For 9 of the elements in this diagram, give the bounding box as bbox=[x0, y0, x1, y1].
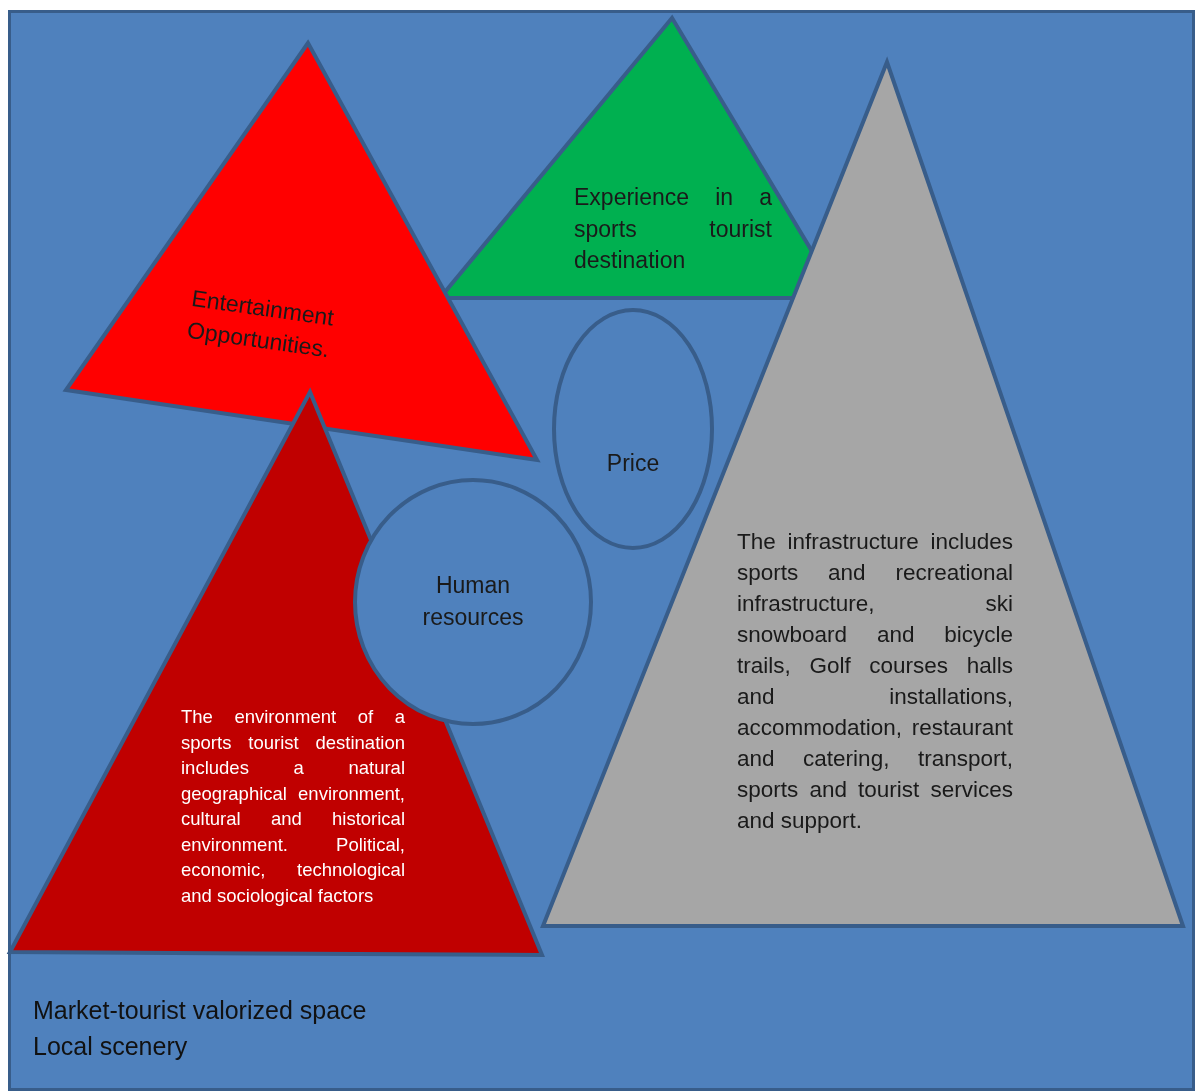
caption-text: Local scenery bbox=[33, 1032, 188, 1061]
shape-label: Experience in a sports tourist destination bbox=[574, 183, 772, 276]
shape-label: Human resources bbox=[421, 571, 525, 632]
background-panel bbox=[8, 10, 1195, 1091]
shape-label: Price bbox=[605, 449, 661, 478]
caption-text: Market-tourist valorized space bbox=[33, 996, 367, 1025]
shape-label: The environment of a sports tourist destination includes a natural geographical environment, cultural and historical environment. Political, economic, technological and sociological factors bbox=[181, 705, 405, 908]
shape-label: Entertainment Opportunities. bbox=[185, 284, 337, 365]
shape-label: The infrastructure includes sports and recreational infrastructure, ski snowboard and bicycle trails, Golf courses halls and installations, accommodation, restaurant and catering, transport, sports and tourist services and support. bbox=[737, 528, 1013, 836]
